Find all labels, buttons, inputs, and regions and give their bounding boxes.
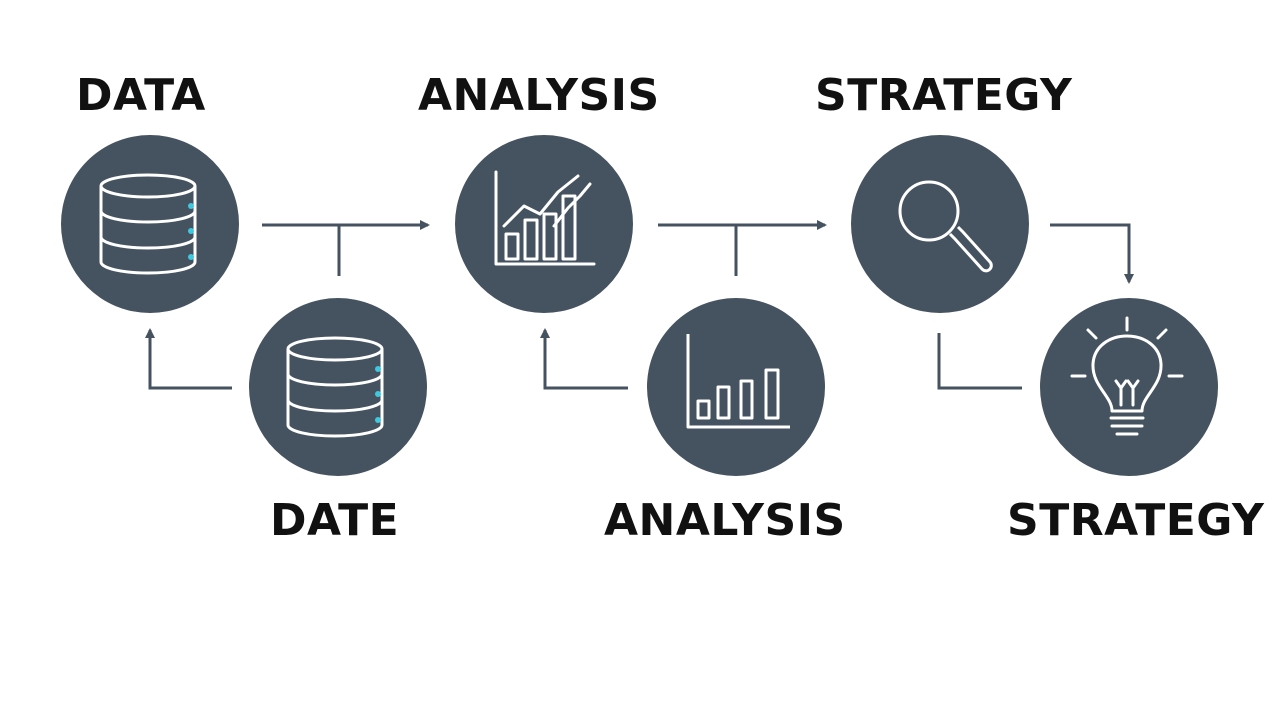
arrow-strategy-to-lightbulb [1050, 223, 1134, 284]
label-strategy-bottom: STRATEGY [1007, 495, 1265, 546]
indicator-dot [188, 228, 194, 234]
indicator-dot [375, 391, 381, 397]
indicator-dot [375, 366, 381, 372]
label-strategy-top: STRATEGY [815, 70, 1073, 121]
connectors [145, 220, 1134, 390]
label-analysis-bottom: ANALYSIS [604, 495, 846, 546]
connector-strategy-to-lightbulb [937, 333, 1022, 390]
label-data-top: DATA [76, 70, 206, 121]
arrow-analysis-bottom-to-analysis [540, 328, 628, 390]
database-icon [286, 336, 384, 438]
rising-bar-chart-icon [494, 170, 596, 266]
bar-chart-icon [686, 334, 790, 429]
arrow-date-to-data [145, 328, 232, 390]
database-icon [99, 173, 197, 275]
node-analysis-bottom [647, 298, 825, 476]
node-analysis-top [455, 135, 633, 313]
indicator-dot [375, 417, 381, 423]
label-analysis-top: ANALYSIS [418, 70, 660, 121]
label-date-bottom: DATE [270, 495, 400, 546]
lightbulb-icon [1070, 316, 1184, 436]
node-data-bottom [249, 298, 427, 476]
node-strategy-top [851, 135, 1029, 313]
node-data-top [61, 135, 239, 313]
indicator-dot [188, 203, 194, 209]
node-strategy-bottom [1040, 298, 1218, 476]
magnifying-glass-icon [898, 180, 993, 273]
indicator-dot [188, 254, 194, 260]
